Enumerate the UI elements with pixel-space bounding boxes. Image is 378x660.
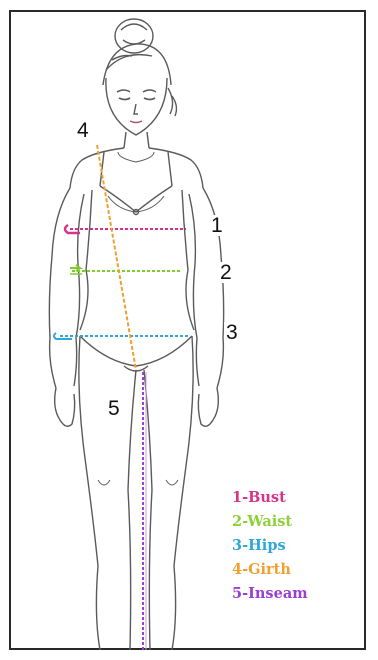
- marker-number-inseam: 5: [106, 398, 122, 419]
- legend-item-waist: 2-Waist: [232, 510, 308, 534]
- legend-item-girth: 4-Girth: [232, 558, 308, 582]
- legend-item-inseam: 5-Inseam: [232, 582, 308, 606]
- arms-outline: [49, 188, 223, 426]
- measurement-legend: 1-Bust 2-Waist 3-Hips 4-Girth 5-Inseam: [232, 486, 308, 606]
- marker-number-bust: 1: [209, 215, 225, 236]
- hips-measure-line: [54, 333, 188, 339]
- marker-number-hips: 3: [224, 322, 240, 343]
- legend-item-hips: 3-Hips: [232, 534, 308, 558]
- marker-number-girth: 4: [75, 120, 91, 141]
- legend-item-bust: 1-Bust: [232, 486, 308, 510]
- bust-measure-line: [65, 225, 186, 233]
- marker-number-waist: 2: [218, 262, 234, 283]
- legs-outline: [79, 336, 193, 650]
- face: [106, 78, 167, 135]
- hair: [103, 19, 176, 116]
- inseam-measure-line: [143, 372, 146, 650]
